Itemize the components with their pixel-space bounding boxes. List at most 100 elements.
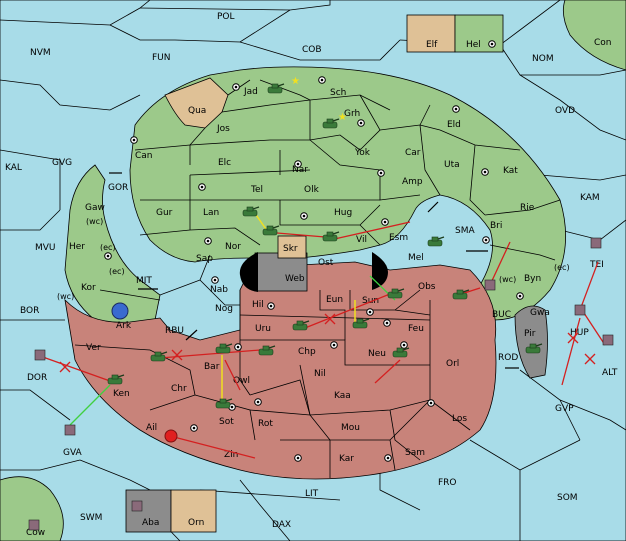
land-label: Kar xyxy=(339,454,354,464)
army-unit-icon[interactable] xyxy=(292,320,310,331)
land-label: Ail xyxy=(146,423,157,433)
supply-center-dot-icon xyxy=(206,239,210,243)
land-label: Nor xyxy=(225,242,241,252)
supply-center-dot-icon xyxy=(484,238,488,242)
order-arrow xyxy=(159,349,261,359)
land-label: Nil xyxy=(314,369,326,379)
fleet-unit-icon[interactable] xyxy=(131,500,143,512)
region-skr[interactable] xyxy=(277,235,307,259)
army-unit-icon[interactable] xyxy=(150,351,168,362)
land-label: Kat xyxy=(503,166,518,176)
sea-label: MVU xyxy=(35,243,56,253)
army-unit-icon[interactable] xyxy=(322,118,340,129)
army-unit-icon[interactable] xyxy=(352,318,370,329)
sea-label: GVG xyxy=(52,158,72,168)
sea-label: GVA xyxy=(63,448,83,458)
fleet-unit-icon[interactable] xyxy=(484,279,496,291)
land-label: Bri xyxy=(490,221,502,231)
land-label: Chr xyxy=(171,384,187,394)
region-north-green[interactable] xyxy=(129,66,566,321)
land-label: Hil xyxy=(252,300,264,310)
army-unit-icon[interactable] xyxy=(215,343,233,354)
fail-cross-icon xyxy=(59,361,71,373)
sea-label: NOM xyxy=(532,54,554,64)
supply-center-dot-icon xyxy=(454,107,458,111)
supply-centers xyxy=(104,40,524,462)
sea-label: FRO xyxy=(438,478,457,488)
ark-shield-icon xyxy=(111,302,129,320)
land-label: Grh xyxy=(344,109,360,119)
land-label: Bar xyxy=(204,362,220,372)
star-marker-icon: ★ xyxy=(338,112,347,123)
land-label: Neu xyxy=(368,349,386,359)
region-web[interactable] xyxy=(254,252,308,292)
sea-label: GOR xyxy=(108,183,128,193)
sea-label: HUP xyxy=(570,328,589,338)
order-arrow xyxy=(304,291,396,329)
army-unit-icon[interactable] xyxy=(452,289,470,300)
supply-center-dot-icon xyxy=(302,214,306,218)
coast-label: (ec) xyxy=(554,263,570,272)
coast-label: (wc) xyxy=(499,275,516,284)
army-unit-icon[interactable] xyxy=(322,231,340,242)
region-orn[interactable] xyxy=(170,489,217,533)
units: ★★ xyxy=(28,76,614,531)
sea-label: OVD xyxy=(555,106,575,116)
sea-label: LIT xyxy=(305,489,319,499)
army-unit-icon[interactable] xyxy=(392,347,410,358)
land-label: Web xyxy=(285,274,305,284)
region-west-arm[interactable] xyxy=(64,164,161,326)
land-label: Pir xyxy=(524,329,536,339)
army-unit-icon[interactable] xyxy=(427,236,445,247)
land-label: Orl xyxy=(446,359,459,369)
supply-center-dot-icon xyxy=(230,405,234,409)
fail-cross-icon xyxy=(324,313,336,325)
supply-center-dot-icon xyxy=(368,310,372,314)
land-label: Mou xyxy=(341,423,360,433)
army-unit-icon[interactable] xyxy=(242,206,260,217)
land-label: Car xyxy=(405,148,421,158)
land-label: Esm xyxy=(389,233,408,243)
sea-labels: POL NVM FUN COB NOM Con OVD KAL GVG KAM … xyxy=(5,12,618,538)
land-label: Gwa xyxy=(530,308,550,318)
sea-label: BUC xyxy=(492,310,511,320)
region-cow[interactable] xyxy=(0,476,64,541)
connector-sma-icon xyxy=(427,201,439,213)
impassable-east xyxy=(372,252,388,290)
land-label: Skr xyxy=(283,244,298,254)
fleet-unit-icon[interactable] xyxy=(574,304,586,316)
order-arrow xyxy=(581,309,606,346)
fleet-unit-icon[interactable] xyxy=(28,519,40,531)
army-unit-icon[interactable] xyxy=(525,343,543,354)
coast-labels: (wc) (ec) (ec) (wc) (wc) (ec) xyxy=(57,217,570,301)
army-unit-icon[interactable] xyxy=(107,374,125,385)
land-label: Kor xyxy=(81,283,96,293)
region-qua[interactable] xyxy=(164,77,229,129)
sea-label: SOM xyxy=(557,493,578,503)
army-unit-icon[interactable] xyxy=(258,345,276,356)
region-elf[interactable] xyxy=(406,14,456,53)
supply-center-dot-icon xyxy=(518,294,522,298)
army-unit-icon[interactable] xyxy=(267,83,285,94)
fleet-unit-icon[interactable] xyxy=(602,334,614,346)
supply-center-dot-icon xyxy=(192,426,196,430)
fleet-unit-icon[interactable] xyxy=(590,237,602,249)
army-unit-icon[interactable] xyxy=(262,225,280,236)
region-con[interactable] xyxy=(562,0,626,71)
land-label: Ark xyxy=(116,321,132,331)
land-label: Nog xyxy=(215,304,233,314)
supply-center-dot-icon xyxy=(359,121,363,125)
land-label: Nar xyxy=(292,165,308,175)
land-label: Qua xyxy=(188,106,206,116)
fleet-unit-icon[interactable] xyxy=(34,349,46,361)
region-pir[interactable] xyxy=(514,305,548,379)
fleet-unit-icon[interactable] xyxy=(64,424,76,436)
supply-center-dot-icon xyxy=(386,456,390,460)
army-unit-icon[interactable] xyxy=(215,398,233,409)
fail-cross-icon xyxy=(567,332,579,344)
land-label: Uta xyxy=(444,160,460,170)
supply-center-dot-icon xyxy=(490,42,494,46)
army-unit-icon[interactable] xyxy=(387,288,405,299)
land-label: Hug xyxy=(334,208,352,218)
